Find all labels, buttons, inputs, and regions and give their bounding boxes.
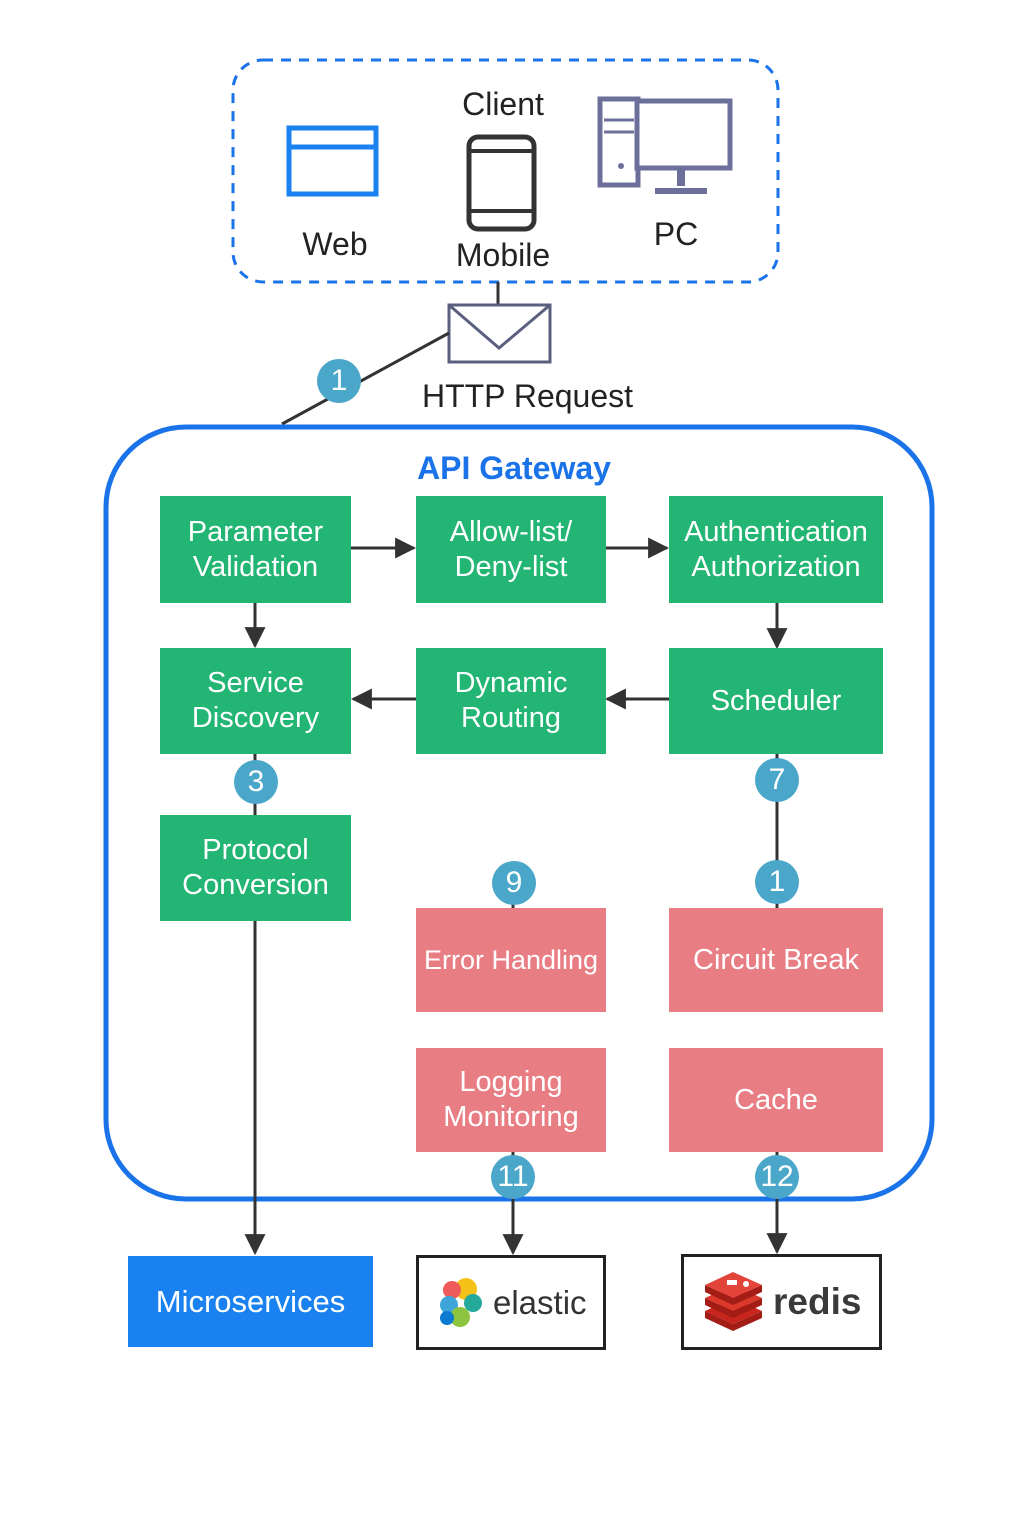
parameter-validation-step: Parameter Validation (160, 496, 351, 603)
logging-monitoring-step: Logging Monitoring (416, 1048, 606, 1152)
smartphone-icon (466, 134, 537, 232)
client-group-border (231, 58, 780, 284)
authentication-authorization-step: Authentication Authorization (669, 496, 883, 603)
step-badge-12: 12 (755, 1155, 799, 1199)
pc-label: PC (653, 216, 699, 252)
gateway-border (103, 424, 935, 1202)
elastic-box: elastic (416, 1255, 606, 1350)
mobile-label: Mobile (455, 237, 551, 273)
elastic-label: elastic (493, 1283, 587, 1321)
error-handling-step: Error Handling (416, 908, 606, 1012)
elastic-logo (440, 1278, 482, 1327)
microservices-label: Microservices (155, 1283, 346, 1319)
step-badge-11: 11 (491, 1155, 535, 1199)
cache-step: Cache (669, 1048, 883, 1152)
http-request-label: HTTP Request (421, 378, 634, 414)
redis-label: redis (773, 1281, 862, 1322)
step-badge-3: 3 (234, 760, 278, 804)
step-badge-7: 7 (755, 758, 799, 802)
web-label: Web (302, 226, 368, 262)
protocol-conversion-step: Protocol Conversion (160, 815, 351, 921)
request-connector (281, 331, 450, 426)
microservices-box: Microservices (128, 1256, 373, 1347)
gateway-title: API Gateway (417, 450, 611, 486)
circuit-break-step: Circuit Break (669, 908, 883, 1012)
client-title: Client (462, 86, 544, 122)
step-badge-9: 9 (492, 861, 536, 905)
dynamic-routing-step: Dynamic Routing (416, 648, 606, 754)
redis-logo (705, 1272, 762, 1331)
envelope-icon (447, 303, 552, 364)
scheduler-step: Scheduler (669, 648, 883, 754)
step-badge-1: 1 (317, 359, 361, 403)
service-discovery-step: Service Discovery (160, 648, 351, 754)
redis-box: redis (681, 1254, 882, 1350)
desktop-computer-icon (597, 96, 733, 194)
allow-deny-list-step: Allow-list/ Deny-list (416, 496, 606, 603)
step-badge-10: 1 (755, 860, 799, 904)
browser-window-icon (286, 125, 379, 197)
